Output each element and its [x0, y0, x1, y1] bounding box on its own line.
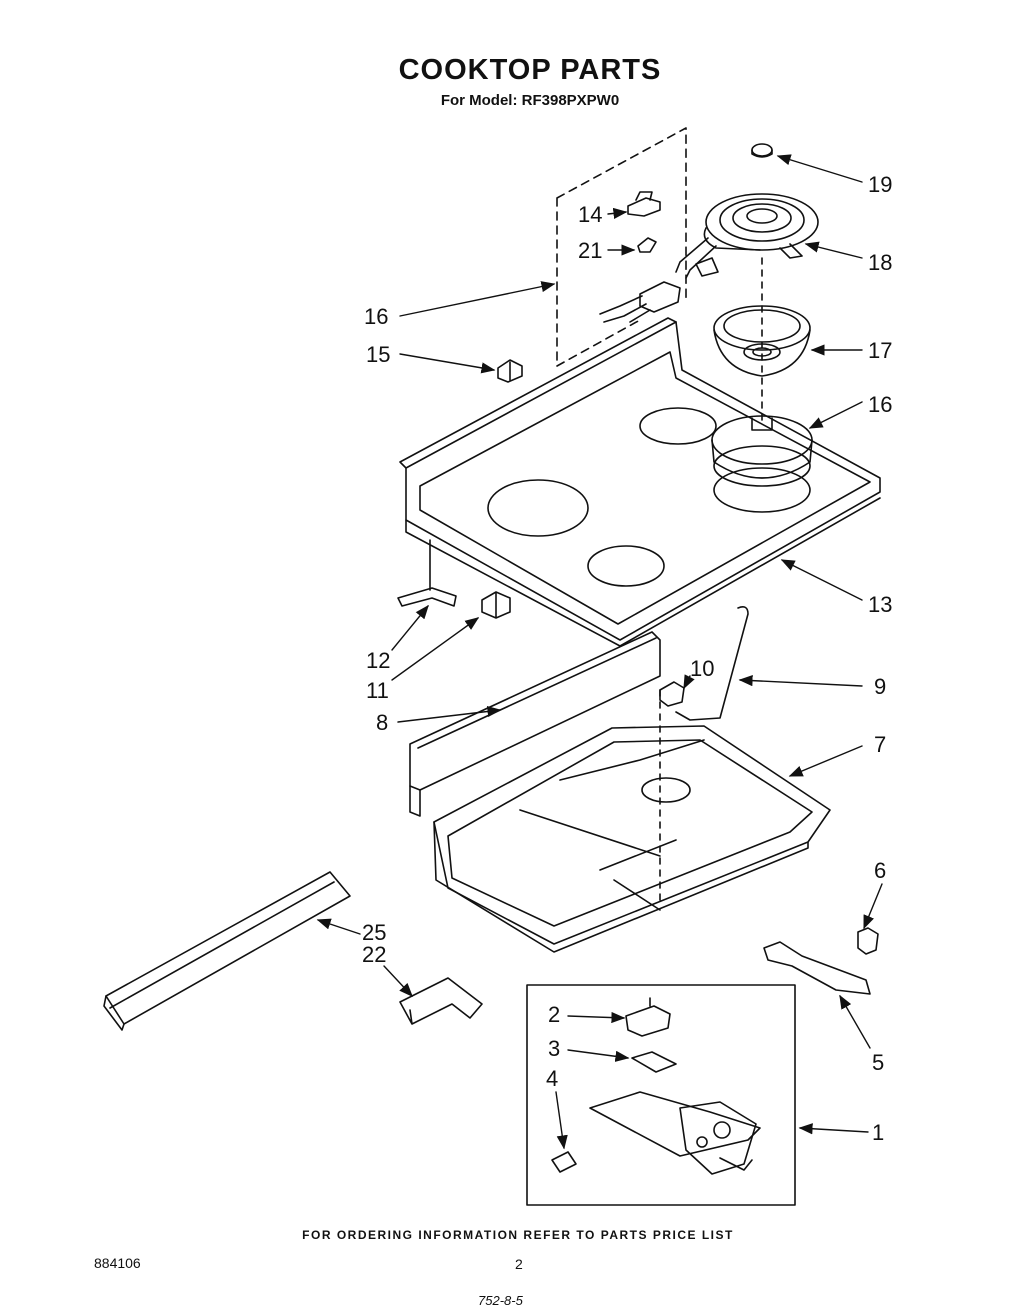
callout-9: 9 [874, 674, 886, 699]
part-6-clip [857, 927, 879, 955]
part-15-clip [497, 359, 523, 383]
page-number: 2 [515, 1256, 523, 1272]
part-13-cooktop [399, 317, 881, 647]
callout-7: 7 [874, 732, 886, 757]
part-3-plate [631, 1051, 677, 1073]
callout-3: 3 [548, 1036, 560, 1061]
callout-17: 16 [868, 392, 892, 417]
part-7-burner-box [433, 725, 831, 953]
callout-16: 16 [364, 304, 388, 329]
ordering-note: FOR ORDERING INFORMATION REFER TO PARTS … [302, 1228, 734, 1242]
model-subtitle: For Model: RF398PXPW0 [440, 92, 620, 109]
callout-18: 17 [868, 338, 892, 363]
callout-1: 1 [872, 1120, 884, 1145]
part-12-bracket [397, 587, 457, 607]
callout-4: 4 [546, 1066, 558, 1091]
part-16-receptacle [599, 281, 681, 323]
doc-number: 884106 [94, 1255, 141, 1271]
callout-10: 10 [690, 656, 714, 681]
callout-2: 2 [548, 1002, 560, 1027]
part-5-bracket [763, 941, 871, 995]
callout-20: 19 [868, 172, 892, 197]
callout-22: 22 [362, 942, 386, 967]
handwritten-code: 752-8-5 [478, 1293, 523, 1308]
page-title: COOKTOP PARTS [398, 54, 662, 86]
part-8-panel-strip [409, 631, 661, 817]
callout-13: 13 [868, 592, 892, 617]
part-11-clip [481, 591, 511, 619]
part-22-bracket [399, 977, 483, 1025]
part-14-terminal [627, 191, 661, 217]
part-21-connector [637, 237, 657, 253]
part-1-switch-assembly [589, 1091, 761, 1175]
callout-14: 14 [578, 202, 602, 227]
switch-group-outline [526, 984, 796, 1206]
callout-19: 18 [868, 250, 892, 275]
part-25-rail [103, 871, 351, 1031]
callout-6: 6 [874, 858, 886, 883]
part-4-part [551, 1151, 577, 1173]
callout-12: 12 [366, 648, 390, 673]
callout-15: 15 [366, 342, 390, 367]
part-2-switch [625, 997, 671, 1037]
dashed-group-outline [556, 127, 687, 367]
callout-8: 8 [376, 710, 388, 735]
part-19-surface-element [675, 193, 819, 279]
part-10-bracket [659, 681, 685, 707]
callout-25: 25 [362, 920, 386, 945]
part-9-rod [675, 606, 749, 721]
part-20-cap [751, 143, 773, 158]
callout-21: 21 [578, 238, 602, 263]
callout-5: 5 [872, 1050, 884, 1075]
callout-11: 11 [366, 678, 389, 703]
